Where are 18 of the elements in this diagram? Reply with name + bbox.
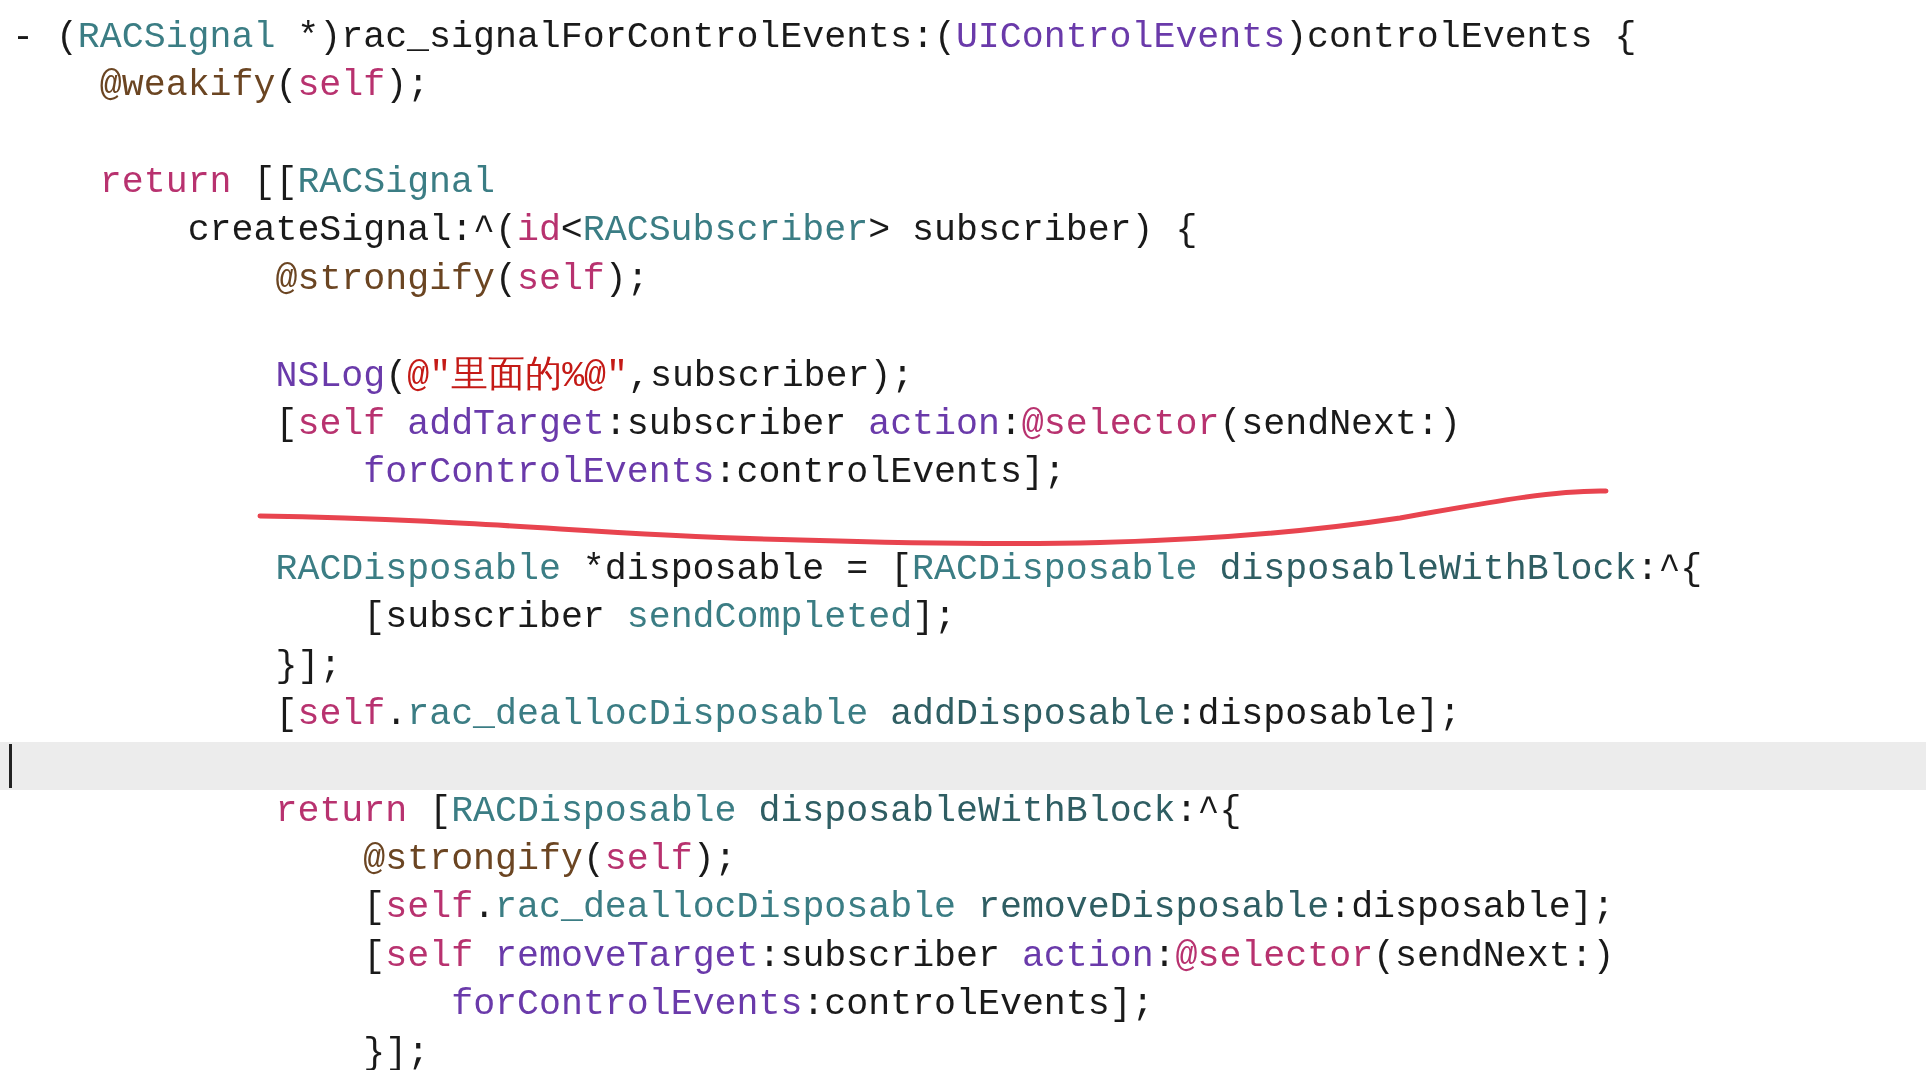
code-line: @strongify(self); (363, 838, 737, 883)
code-line: [self.rac_deallocDisposable removeDisposable:disposable]; (363, 886, 1615, 931)
code-line: - (RACSignal *)rac_signalForControlEvents:(UIControlEvents)controlEvents { (12, 16, 1637, 60)
code-line: @strongify(self); (275, 257, 649, 302)
code-line: return [RACDisposable disposableWithBlock:^{ (275, 789, 1242, 834)
code-line: [self.rac_deallocDisposable addDisposable:disposable]; (275, 693, 1461, 738)
code-line: @weakify(self); (99, 64, 430, 109)
code-line: createSignal:^(id<RACSubscriber> subscriber) { (187, 209, 1198, 254)
code-line: forControlEvents:controlEvents]; (363, 451, 1066, 496)
code-line: }]; (363, 1031, 430, 1070)
code-line: forControlEvents:controlEvents]; (451, 983, 1154, 1028)
code-line: [self addTarget:subscriber action:@selector(sendNext:) (275, 402, 1461, 447)
code-line: RACDisposable *disposable = [RACDisposable disposableWithBlock:^{ (275, 547, 1703, 592)
code-line: [self removeTarget:subscriber action:@selector(sendNext:) (363, 934, 1615, 979)
code-line: return [[RACSignal (99, 161, 495, 206)
code-line: NSLog(@"里面的%@",subscriber); (275, 354, 914, 399)
code-line: }]; (275, 644, 342, 689)
code-line: [subscriber sendCompleted]; (363, 596, 957, 641)
